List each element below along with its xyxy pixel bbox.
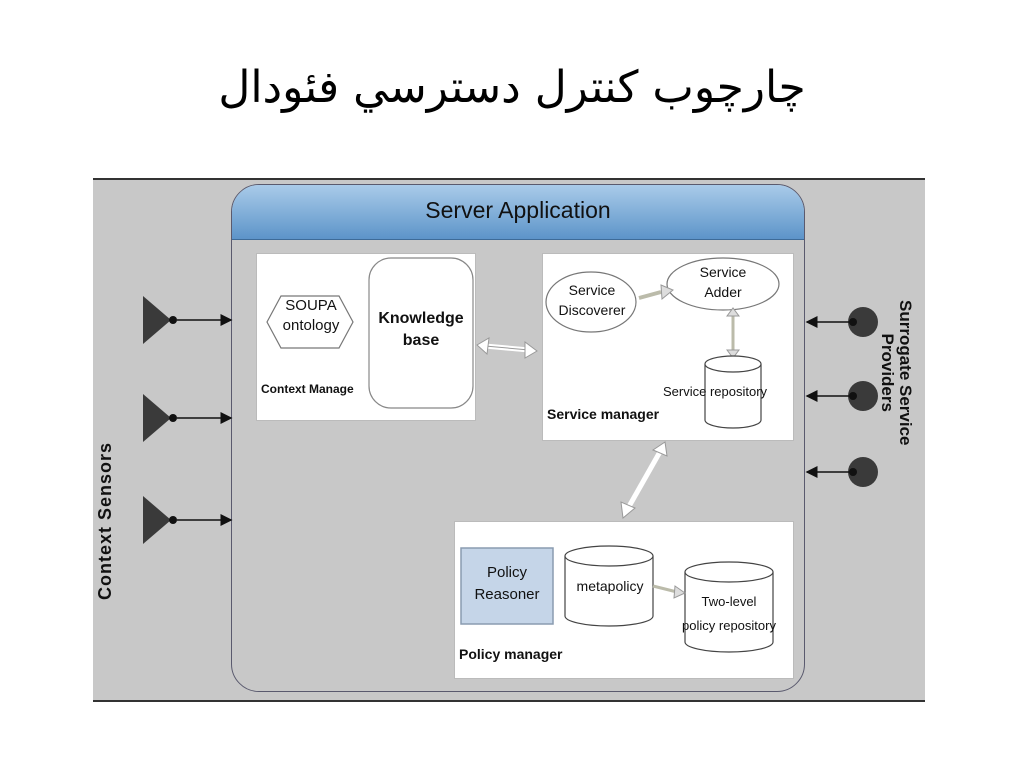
two-level-repository-cylinder <box>684 572 774 653</box>
architecture-diagram: Context Sensors Surrogate Service Provid… <box>93 178 925 702</box>
soupa-hexagon <box>266 295 354 349</box>
metapolicy-cylinder <box>564 556 654 627</box>
service-discoverer-ellipse <box>545 271 637 333</box>
adder-line2: Adder <box>704 284 742 300</box>
service-adder-label: Service Adder <box>667 262 779 302</box>
knowledge-line1: Knowledge <box>378 310 464 327</box>
context-manager-label: Context Manage <box>261 382 354 396</box>
knowledge-base-shape <box>368 257 474 409</box>
knowledge-base-label: Knowledge base <box>369 308 473 352</box>
context-manager-panel: SOUPA ontology Knowledge base Context Ma… <box>256 253 476 421</box>
soupa-label: SOUPA ontology <box>281 296 341 336</box>
service-repository-cylinder <box>704 364 762 429</box>
context-service-double-arrow <box>476 337 538 359</box>
policy-reasoner-box <box>460 547 554 625</box>
reasoner-line2: Reasoner <box>474 586 540 603</box>
service-adder-ellipse <box>666 257 780 311</box>
surrogate-provider-2 <box>805 381 878 411</box>
server-application-header: Server Application <box>232 185 804 240</box>
context-sensor-2 <box>143 394 233 442</box>
policy-manager-label: Policy manager <box>459 646 563 662</box>
surrogate-provider-3 <box>805 457 878 487</box>
context-sensor-3 <box>143 496 233 544</box>
context-sensor-1 <box>143 296 233 344</box>
policy-manager-panel: Policy Reasoner metapolicy Two-level pol… <box>454 521 794 679</box>
soupa-line1: SOUPA <box>285 297 337 314</box>
metapolicy-label: metapolicy <box>576 578 644 594</box>
service-manager-panel: Service Discoverer Service Adder Service… <box>542 253 794 441</box>
soupa-line2: ontology <box>282 317 340 334</box>
service-discoverer-label: Service Discoverer <box>549 280 635 320</box>
two-level-line2: policy repository <box>682 618 776 633</box>
service-repository-label: Service repository <box>663 384 768 399</box>
two-level-line1: Two-level <box>701 594 757 609</box>
discoverer-to-adder-arrow <box>638 290 662 300</box>
adder-line1: Service <box>699 264 747 280</box>
service-manager-label: Service manager <box>547 406 660 422</box>
slide-title: چارچوب كنترل دسترسي فئودال <box>218 62 806 113</box>
connections-overlay <box>143 296 878 544</box>
policy-reasoner-label: Policy Reasoner <box>461 562 553 606</box>
two-level-repository-label: Two-level policy repository <box>665 590 793 638</box>
discoverer-line2: Discoverer <box>558 302 626 318</box>
discoverer-line1: Service <box>568 282 616 298</box>
server-application-box: Server Application SOUPA ontology Knowle… <box>231 184 805 692</box>
service-manager-shapes <box>545 257 780 429</box>
policy-manager-shapes <box>460 545 774 653</box>
context-manager-shapes <box>266 257 474 409</box>
service-policy-double-arrow <box>620 441 668 519</box>
reasoner-line1: Policy <box>486 564 527 581</box>
metapolicy-to-repo-arrow <box>652 584 678 594</box>
knowledge-line2: base <box>402 332 440 349</box>
surrogate-provider-1 <box>805 307 878 337</box>
